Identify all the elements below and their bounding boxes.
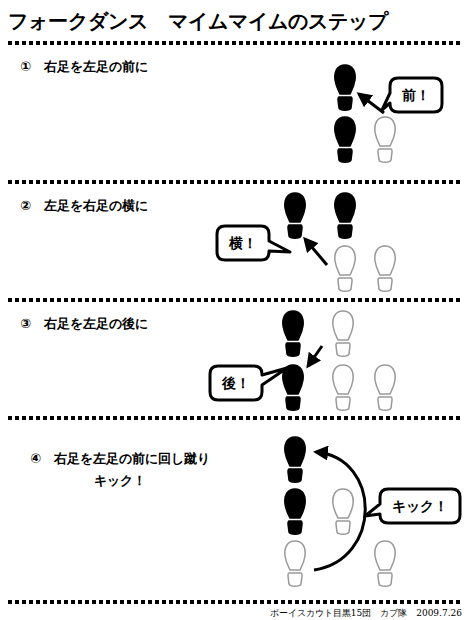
- bubble-shape: [210, 366, 287, 400]
- bubble-text: キック！: [392, 497, 448, 515]
- step-instruction: ① 右足を左足の前に: [20, 56, 148, 78]
- bubble-shape: [382, 78, 442, 112]
- step-instruction: ④ 右足を左足の前に回し蹴り キック！: [20, 448, 220, 492]
- bubble-shape: [217, 226, 290, 260]
- dotted-divider: [8, 43, 462, 602]
- step-instruction: ② 左足を右足の横に: [20, 195, 148, 217]
- speech-bubble: キック！: [380, 489, 460, 523]
- step-arrow: [305, 94, 384, 570]
- speech-bubble: 横！: [217, 226, 269, 260]
- bubble-text: 前！: [402, 86, 430, 104]
- page-title: フォークダンス マイムマイムのステップ: [8, 8, 388, 35]
- step-instruction: ③ 右足を左足の後に: [20, 313, 148, 335]
- speech-bubble: 前！: [390, 78, 442, 112]
- bubble-shape: [365, 489, 460, 523]
- speech-bubble: 後！: [210, 366, 262, 400]
- bubble-text: 後！: [222, 374, 250, 392]
- credit-note: ボーイスカウト目黒15団 カブ隊 2009.7.26: [270, 606, 462, 620]
- bubble-text: 横！: [229, 234, 257, 252]
